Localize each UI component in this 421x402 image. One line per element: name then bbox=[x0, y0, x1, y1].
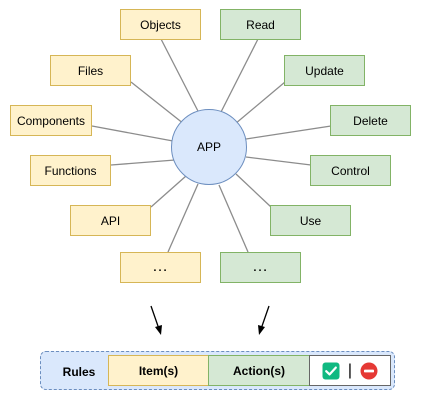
item-node-more: … bbox=[120, 252, 201, 283]
action-node-delete: Delete bbox=[330, 105, 411, 136]
connector-functions bbox=[110, 159, 176, 166]
connector-delete bbox=[245, 125, 332, 140]
connector-objects bbox=[160, 38, 201, 116]
connector-read bbox=[219, 38, 259, 115]
rule-status-cell: | bbox=[309, 355, 391, 386]
connector-use bbox=[235, 173, 272, 208]
arrow-items-to-rules bbox=[150, 305, 162, 335]
item-node-files: Files bbox=[50, 55, 131, 86]
connector-files bbox=[130, 81, 185, 125]
action-node-read: Read bbox=[220, 9, 301, 40]
rule-items-cell: Item(s) bbox=[108, 355, 209, 386]
green-check-icon bbox=[322, 362, 340, 379]
app-node: APP bbox=[171, 109, 247, 185]
item-node-objects: Objects bbox=[120, 9, 201, 40]
arrow-actions-to-rules bbox=[258, 305, 270, 335]
connector-components bbox=[91, 125, 174, 142]
rules-label: Rules bbox=[62, 364, 96, 379]
connector-control bbox=[245, 156, 312, 166]
connector-update bbox=[234, 81, 286, 125]
rule-actions-cell: Action(s) bbox=[208, 355, 310, 386]
red-no-entry-icon bbox=[360, 362, 378, 379]
item-node-components: Components bbox=[10, 105, 92, 136]
connector-actions-more bbox=[218, 184, 249, 253]
connector-api bbox=[150, 175, 187, 208]
action-node-use: Use bbox=[270, 205, 351, 236]
action-node-update: Update bbox=[284, 55, 365, 86]
action-node-more: … bbox=[220, 252, 301, 283]
action-node-control: Control bbox=[310, 155, 391, 186]
status-separator: | bbox=[347, 361, 353, 379]
item-node-functions: Functions bbox=[30, 155, 111, 186]
item-node-api: API bbox=[70, 205, 151, 236]
connector-items-more bbox=[167, 183, 199, 253]
